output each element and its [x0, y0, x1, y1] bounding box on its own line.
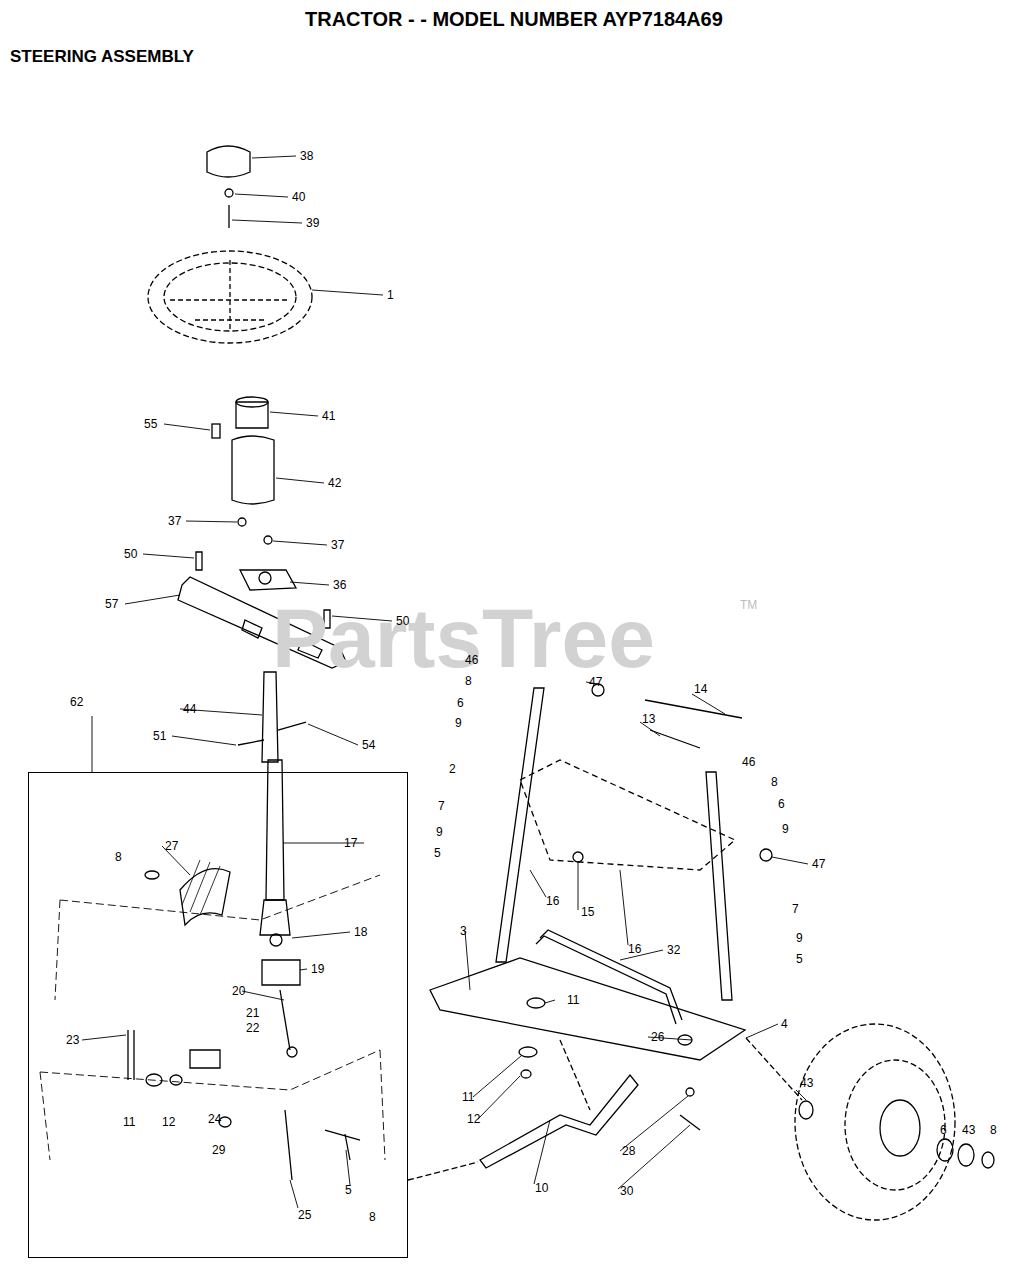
callout-number: 50 — [124, 547, 137, 561]
callout-number: 23 — [66, 1033, 79, 1047]
callout-number: 43 — [962, 1123, 975, 1137]
callout-number: 37 — [331, 538, 344, 552]
callout-number: 39 — [306, 216, 319, 230]
diagram-title: TRACTOR - - MODEL NUMBER AYP7184A69 — [305, 8, 723, 31]
callout-number: 28 — [622, 1144, 635, 1158]
callout-number: 10 — [535, 1181, 548, 1195]
callout-number: 15 — [581, 905, 594, 919]
callout-number: 9 — [782, 822, 789, 836]
callout-number: 62 — [69, 695, 84, 709]
callout-number: 9 — [436, 825, 443, 839]
callout-number: 9 — [455, 716, 462, 730]
callout-number: 51 — [153, 729, 166, 743]
callout-number: 47 — [812, 857, 825, 871]
callout-number: 37 — [168, 514, 181, 528]
watermark: PartsTree — [272, 590, 655, 687]
callout-number: 6 — [940, 1123, 947, 1137]
callout-number: 8 — [771, 775, 778, 789]
callout-number: 5 — [345, 1183, 352, 1197]
callout-number: 8 — [115, 850, 122, 864]
callout-number: 46 — [465, 653, 478, 667]
trademark-mark: TM — [740, 598, 757, 612]
callout-number: 12 — [467, 1112, 480, 1126]
callout-number: 38 — [300, 149, 313, 163]
callout-number: 21 — [246, 1006, 259, 1020]
callout-number: 2 — [449, 762, 456, 776]
callout-number: 36 — [333, 578, 346, 592]
callout-number: 16 — [628, 942, 641, 956]
callout-number: 24 — [208, 1112, 221, 1126]
callout-number: 22 — [246, 1021, 259, 1035]
callout-number: 5 — [796, 952, 803, 966]
callout-number: 18 — [354, 925, 367, 939]
callout-number: 8 — [990, 1123, 997, 1137]
callout-number: 11 — [462, 1090, 474, 1104]
section-heading: STEERING ASSEMBLY — [10, 47, 194, 67]
callout-number: 14 — [694, 682, 707, 696]
callout-number: 26 — [651, 1030, 664, 1044]
callout-number: 41 — [322, 409, 335, 423]
callout-number: 44 — [183, 702, 196, 716]
callout-number: 4 — [781, 1017, 788, 1031]
callout-number: 40 — [292, 190, 305, 204]
callout-number: 5 — [434, 846, 441, 860]
callout-number: 54 — [362, 738, 375, 752]
callout-number: 8 — [369, 1210, 376, 1224]
callout-number: 3 — [460, 924, 467, 938]
callout-number: 46 — [742, 755, 755, 769]
callout-number: 30 — [620, 1184, 633, 1198]
callout-number: 55 — [144, 417, 157, 431]
callout-number: 27 — [165, 839, 178, 853]
callout-number: 7 — [438, 799, 445, 813]
callout-number: 1 — [387, 288, 394, 302]
callout-number: 12 — [162, 1115, 175, 1129]
callout-number: 43 — [800, 1076, 813, 1090]
callout-number: 13 — [642, 712, 655, 726]
callout-number: 6 — [457, 696, 464, 710]
callout-number: 42 — [328, 476, 341, 490]
callout-number: 11 — [567, 993, 579, 1007]
callout-number: 7 — [792, 902, 799, 916]
callout-number: 11 — [123, 1115, 135, 1129]
callout-number: 32 — [667, 943, 680, 957]
callout-number: 16 — [546, 894, 559, 908]
callout-number: 8 — [465, 674, 472, 688]
callout-number: 25 — [298, 1208, 311, 1222]
callout-number: 6 — [778, 797, 785, 811]
callout-number: 57 — [105, 597, 118, 611]
callout-number: 19 — [311, 962, 324, 976]
callout-number: 17 — [344, 836, 357, 850]
callout-number: 9 — [796, 931, 803, 945]
callout-number: 47 — [589, 675, 602, 689]
callout-number: 50 — [396, 614, 409, 628]
callout-number: 20 — [232, 984, 245, 998]
callout-number: 29 — [212, 1143, 225, 1157]
